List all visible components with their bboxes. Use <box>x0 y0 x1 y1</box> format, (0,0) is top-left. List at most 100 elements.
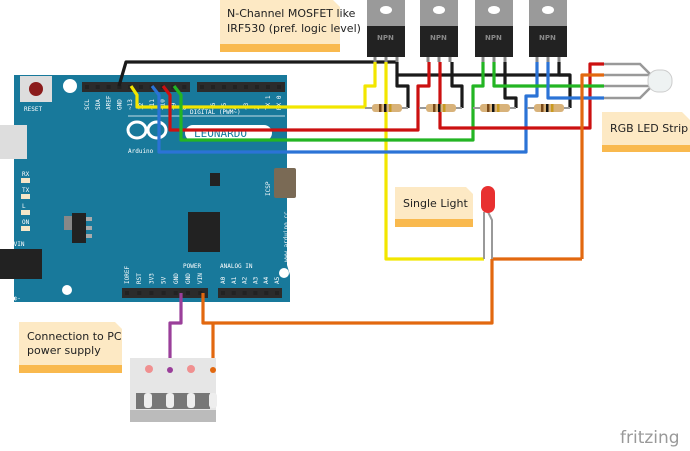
mosfet-leg <box>395 57 399 62</box>
wire-blue-led[interactable] <box>546 62 604 100</box>
pin-label: AREF <box>106 95 113 110</box>
mosfet-leg <box>546 57 550 62</box>
wire-black[interactable] <box>395 75 410 108</box>
led-label: L <box>22 203 26 210</box>
wire-purple-gnd[interactable] <box>168 293 183 370</box>
note-mosfet-line1: N-Channel MOSFET like <box>227 7 356 20</box>
mosfet-label: NPN <box>485 34 502 42</box>
reset-button-cap <box>29 82 43 96</box>
power-pin-label: RST <box>136 273 143 284</box>
wire-green-pin9[interactable] <box>172 62 485 142</box>
mosfet-leg <box>557 57 561 62</box>
resistor[interactable] <box>419 104 462 112</box>
usb-port <box>0 125 27 159</box>
pin-label: TX 1 <box>265 95 272 110</box>
mounting-hole <box>488 6 500 14</box>
mosfet-transistor[interactable]: NPN <box>529 0 567 62</box>
mosfet-leg <box>481 57 485 62</box>
connector-pin-12v <box>210 367 216 373</box>
wire-gnd-black[interactable] <box>117 60 397 87</box>
status-led <box>21 210 30 215</box>
analog-in-label: ANALOG IN <box>220 263 253 270</box>
rgb-led-body <box>647 69 673 93</box>
note-single-light-text: Single Light <box>403 197 468 210</box>
power-pin-label: 5V <box>161 276 168 284</box>
wire-black[interactable] <box>557 62 572 108</box>
note-power-supply: Connection to PC power supply <box>19 322 122 373</box>
led-label: TX <box>22 187 30 194</box>
pin-label: ~13 <box>127 99 134 110</box>
connector-pin <box>187 365 195 373</box>
icsp-header <box>274 168 296 198</box>
analog-pin-label: A5 <box>274 276 281 284</box>
pin-label: ~11 <box>149 99 156 110</box>
mount-hole <box>279 268 289 278</box>
wire-green-led[interactable] <box>492 62 604 88</box>
mosfets: NPN NPN NPN NPN <box>367 0 567 62</box>
rgb-led[interactable] <box>604 62 673 100</box>
resistor[interactable] <box>527 104 570 112</box>
note-rgb-strip: RGB LED Strip <box>602 112 690 152</box>
connector-pin-gnd <box>167 367 173 373</box>
led-label: RX <box>22 171 30 178</box>
connector-pin <box>145 365 153 373</box>
polarity-symbol: +◐- <box>10 295 21 302</box>
resistor[interactable] <box>365 104 408 112</box>
molex-power-connector[interactable] <box>130 358 217 422</box>
voltage-regulator <box>72 213 86 243</box>
mosfet-leg <box>492 57 496 62</box>
mosfet-transistor[interactable]: NPN <box>420 0 458 62</box>
analog-header <box>218 288 282 298</box>
mounting-hole <box>542 6 554 14</box>
mosfet-leg <box>373 57 377 62</box>
note-power-line2: power supply <box>27 344 101 357</box>
chip-small <box>210 173 220 186</box>
wire-orange-led-common[interactable] <box>580 73 604 259</box>
analog-pin-label: A3 <box>252 276 259 284</box>
power-pin-label: VIN <box>197 273 204 284</box>
power-pin-label: 3V3 <box>148 273 155 284</box>
single-red-led[interactable] <box>481 186 495 259</box>
analog-pin-label: A4 <box>263 276 270 284</box>
wire-black[interactable] <box>503 62 518 108</box>
pin-label: SCL <box>84 99 91 110</box>
pin-label: RX 0 <box>276 95 283 110</box>
power-pin-label: GND <box>173 273 180 284</box>
mosfet-transistor[interactable]: NPN <box>475 0 513 62</box>
note-rgb-strip-text: RGB LED Strip <box>610 122 688 135</box>
wire-red-led[interactable] <box>438 62 604 130</box>
status-led <box>21 178 30 183</box>
mounting-hole <box>380 6 392 14</box>
wire-blue-pin11[interactable] <box>150 62 539 154</box>
made-in-text: MADE IN ITALY <box>290 215 297 262</box>
analog-pin-label: A0 <box>220 276 227 284</box>
mosfet-label: NPN <box>539 34 556 42</box>
mosfet-leg <box>437 57 441 62</box>
mosfet-leg <box>426 57 430 62</box>
resistor[interactable] <box>473 104 516 112</box>
icsp-label: ICSP <box>265 181 272 196</box>
regulator-tab <box>64 216 74 230</box>
led-body <box>481 186 495 213</box>
mosfet-transistor[interactable]: NPN <box>367 0 405 62</box>
wire-orange-vin[interactable] <box>201 259 494 325</box>
website-text: www.arduino.cc <box>283 211 290 262</box>
note-power-line1: Connection to PC <box>27 330 122 343</box>
note-mosfet-line2: IRF530 (pref. logic level) <box>227 22 361 35</box>
mounting-hole <box>433 6 445 14</box>
pin-label: GND <box>116 99 123 110</box>
wire-red-pin10[interactable] <box>161 62 431 132</box>
power-pin-label: GND <box>185 273 192 284</box>
power-label: POWER <box>183 263 201 270</box>
wire-black[interactable] <box>450 62 464 108</box>
power-jack <box>0 249 42 279</box>
mosfet-leg <box>503 57 507 62</box>
mosfet-leg <box>448 57 452 62</box>
wire-yellow-single-light[interactable] <box>384 62 484 261</box>
led-label: ON <box>22 219 30 226</box>
status-led <box>21 226 30 231</box>
microcontroller-chip <box>188 212 220 252</box>
note-single-light: Single Light <box>395 187 473 227</box>
